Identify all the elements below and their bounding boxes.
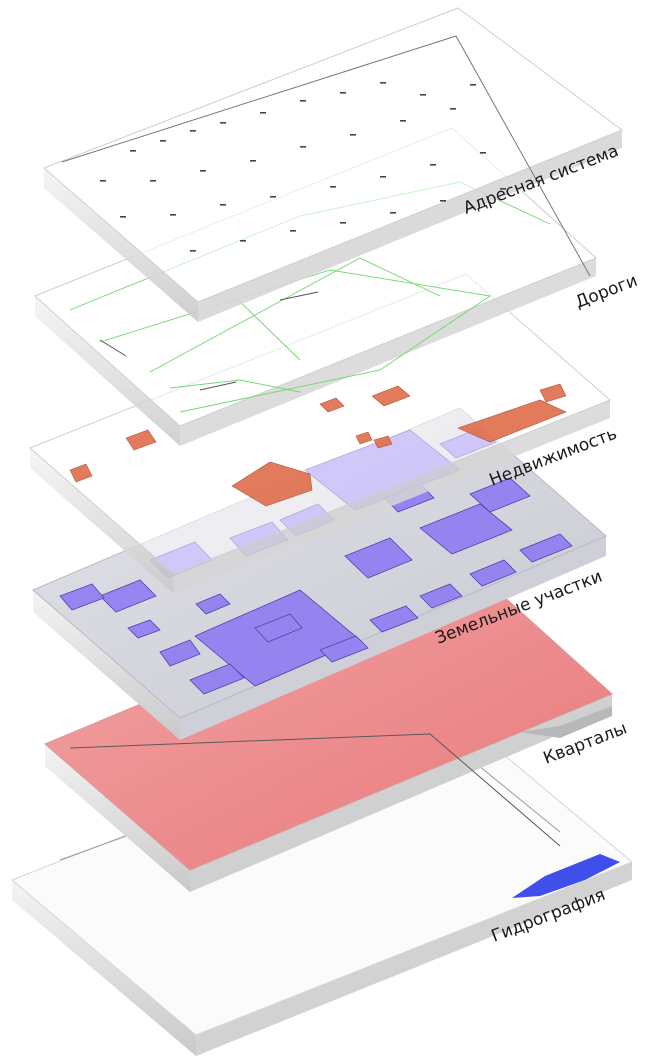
address-frame-line — [61, 35, 591, 277]
address-point — [450, 108, 456, 110]
address-point — [380, 176, 386, 178]
address-point — [440, 200, 446, 202]
parcel — [195, 593, 231, 615]
layer-front-realty — [174, 400, 610, 594]
address-point — [250, 160, 256, 162]
parcel — [469, 477, 531, 513]
address-point — [260, 112, 266, 114]
layer-realty — [29, 273, 611, 594]
address-point — [170, 214, 176, 216]
address-point — [200, 170, 206, 172]
road — [169, 379, 301, 393]
layer-hydrography — [11, 707, 633, 1056]
parcel — [469, 559, 517, 587]
address-point — [380, 82, 386, 84]
layer-side-roads — [35, 296, 180, 446]
address-point — [500, 188, 506, 190]
building — [373, 435, 393, 449]
address-point — [270, 196, 276, 198]
layer-side-blocks — [45, 744, 190, 892]
layer-front-blocks — [190, 694, 612, 892]
road-labels — [99, 291, 319, 391]
layer-side-parcels — [33, 590, 180, 740]
parcel — [159, 639, 201, 667]
address-point — [300, 146, 306, 148]
layer-top-address — [43, 7, 624, 303]
address-point — [350, 134, 356, 136]
parcel — [189, 663, 245, 695]
address-point — [340, 92, 346, 94]
address-points — [100, 82, 506, 252]
building — [231, 461, 313, 507]
layer-front-address — [198, 130, 622, 322]
parcel — [99, 579, 157, 613]
parcel — [127, 619, 161, 639]
address-point — [300, 100, 306, 102]
address-point — [240, 240, 246, 242]
parcel — [254, 613, 303, 643]
blocks-cut-corner — [520, 706, 612, 738]
layer-address — [43, 7, 624, 322]
road-label-mark — [279, 291, 319, 301]
address-point — [400, 120, 406, 122]
parcel — [369, 605, 419, 633]
address-point — [160, 140, 166, 142]
building — [125, 429, 157, 451]
layer-blocks — [44, 565, 613, 892]
building — [457, 399, 567, 443]
building — [355, 431, 373, 445]
address-point — [430, 164, 436, 166]
road — [149, 257, 441, 373]
layer-front-parcels — [180, 536, 606, 740]
address-point — [480, 152, 486, 154]
building — [371, 385, 411, 407]
building — [319, 397, 345, 413]
road-label-mark — [99, 339, 127, 357]
parcel — [419, 503, 513, 555]
address-point — [220, 122, 226, 124]
parcel — [319, 635, 369, 663]
blocks-border-line — [69, 733, 561, 847]
address-point — [290, 230, 296, 232]
road-label-mark — [199, 381, 237, 391]
address-point — [190, 130, 196, 132]
parcel — [419, 583, 463, 609]
address-point — [390, 212, 396, 214]
layer-front-roads — [180, 258, 596, 446]
address-point — [130, 150, 136, 152]
realty-shapes — [69, 383, 567, 507]
address-point — [420, 94, 426, 96]
address-point — [220, 204, 226, 206]
layer-side-address — [44, 168, 198, 322]
hydro-river-shape — [512, 854, 620, 898]
layer-side-hydro — [12, 880, 196, 1056]
address-point — [340, 222, 346, 224]
address-point — [150, 180, 156, 182]
layer-front-hydro — [196, 862, 632, 1056]
parcel — [59, 583, 105, 611]
address-point — [470, 84, 476, 86]
parcel — [344, 537, 413, 579]
address-point — [330, 186, 336, 188]
parcel — [519, 533, 573, 563]
building — [539, 383, 567, 403]
address-point — [100, 180, 106, 182]
building — [69, 463, 93, 483]
layer-side-realty — [30, 448, 174, 594]
address-point — [120, 216, 126, 218]
address-point — [190, 250, 196, 252]
